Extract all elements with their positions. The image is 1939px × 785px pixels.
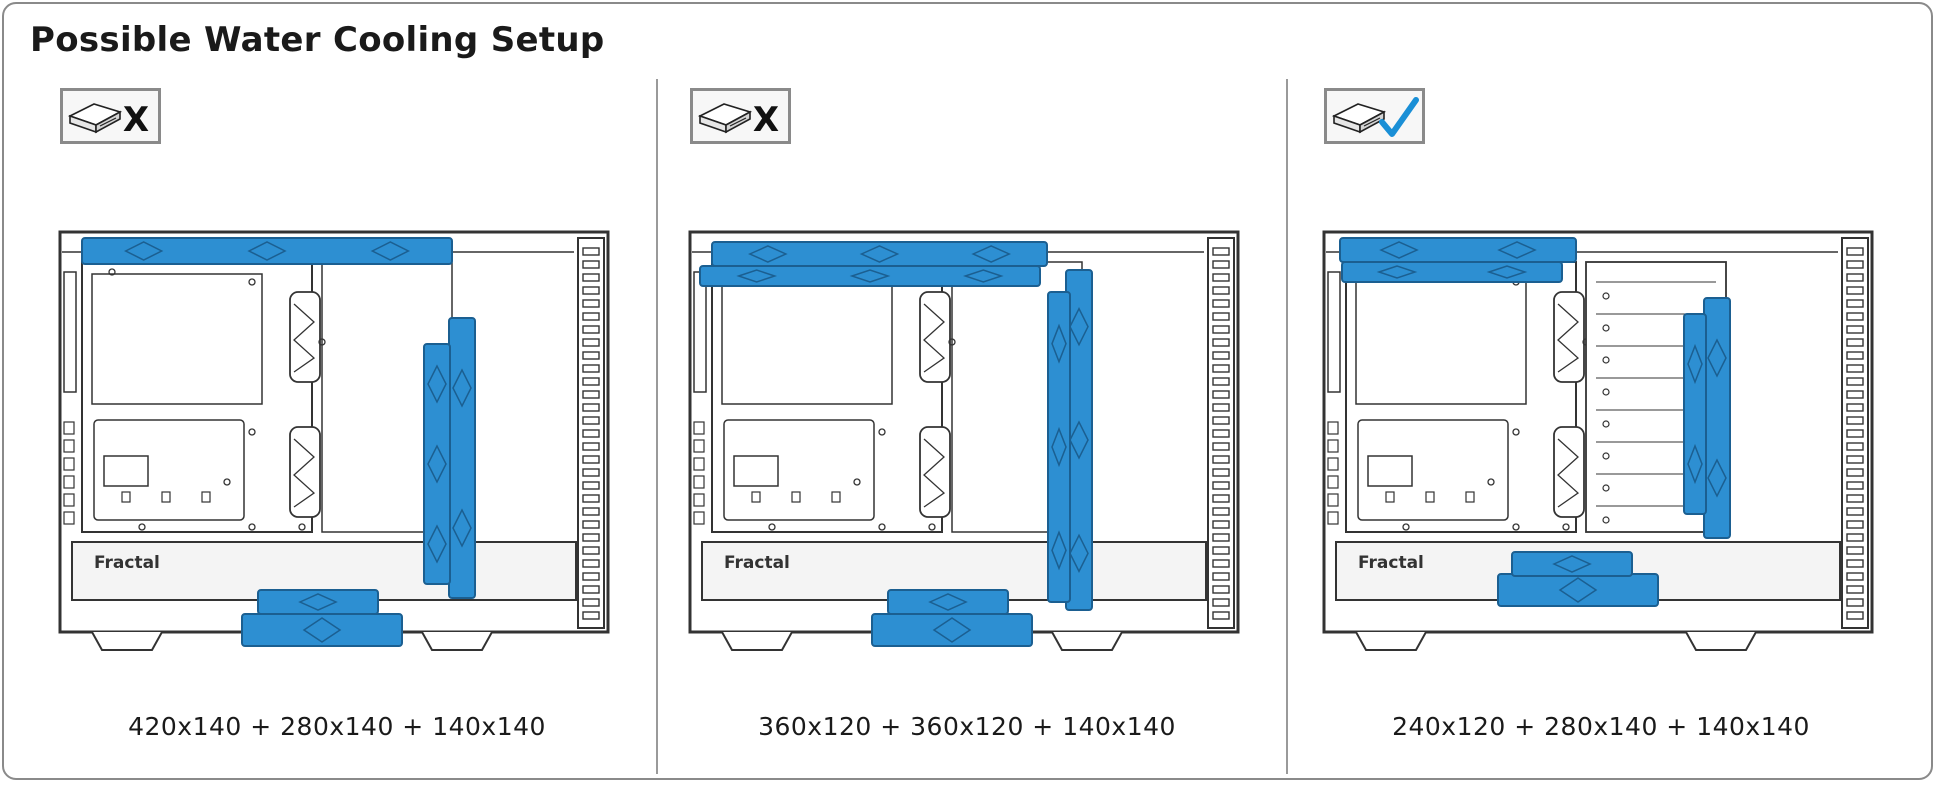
panel-setup-3: Fractal 240x120 + 280x140 + 140x140 [1286, 82, 1916, 772]
radiator-combination-caption: 240x120 + 280x140 + 140x140 [1392, 712, 1810, 741]
rear-io [693, 271, 707, 525]
motherboard-tray [81, 261, 326, 533]
panel-divider [1286, 79, 1288, 774]
radiator-layout [699, 241, 1093, 647]
brand-logo: Fractal [1358, 553, 1424, 573]
drive-cage-not-supported-icon: X [60, 88, 161, 144]
brand-logo: Fractal [94, 553, 160, 573]
case-feet [721, 631, 1123, 651]
page-title: Possible Water Cooling Setup [30, 20, 605, 60]
case-feet [1355, 631, 1757, 651]
front-vent [577, 237, 605, 629]
status-glyph: X [123, 100, 149, 140]
radiator-layout [1339, 237, 1731, 607]
radiator-layout [81, 237, 476, 647]
rear-io [63, 271, 77, 525]
drive-bay-icon [67, 103, 123, 134]
case-feet [91, 631, 493, 651]
panel-setup-1: X Fractal 420x140 + 280x140 + 140x140 [22, 82, 652, 772]
case-diagram: Fractal [688, 230, 1240, 651]
brand-logo: Fractal [724, 553, 790, 573]
check-icon [1379, 97, 1419, 137]
radiator-combination-caption: 360x120 + 360x120 + 140x140 [758, 712, 1176, 741]
rear-io [1327, 271, 1341, 525]
drive-cage-not-supported-icon: X [690, 88, 791, 144]
drive-cage-supported-icon [1324, 88, 1425, 144]
radiator-combination-caption: 420x140 + 280x140 + 140x140 [128, 712, 546, 741]
case-chassis: Fractal [58, 230, 610, 651]
case-diagram: Fractal [1322, 230, 1874, 651]
panel-setup-2: X Fractal 360x120 + 360x120 + 140x140 [652, 82, 1282, 772]
status-glyph: X [753, 100, 779, 140]
drive-bay-icon [697, 103, 753, 134]
front-vent [1207, 237, 1235, 629]
motherboard-tray [711, 261, 956, 533]
front-vent [1841, 237, 1869, 629]
case-diagram: Fractal [58, 230, 610, 651]
panel-divider [656, 79, 658, 774]
case-chassis: Fractal [688, 230, 1240, 651]
drive-bay-icon [1331, 103, 1387, 134]
